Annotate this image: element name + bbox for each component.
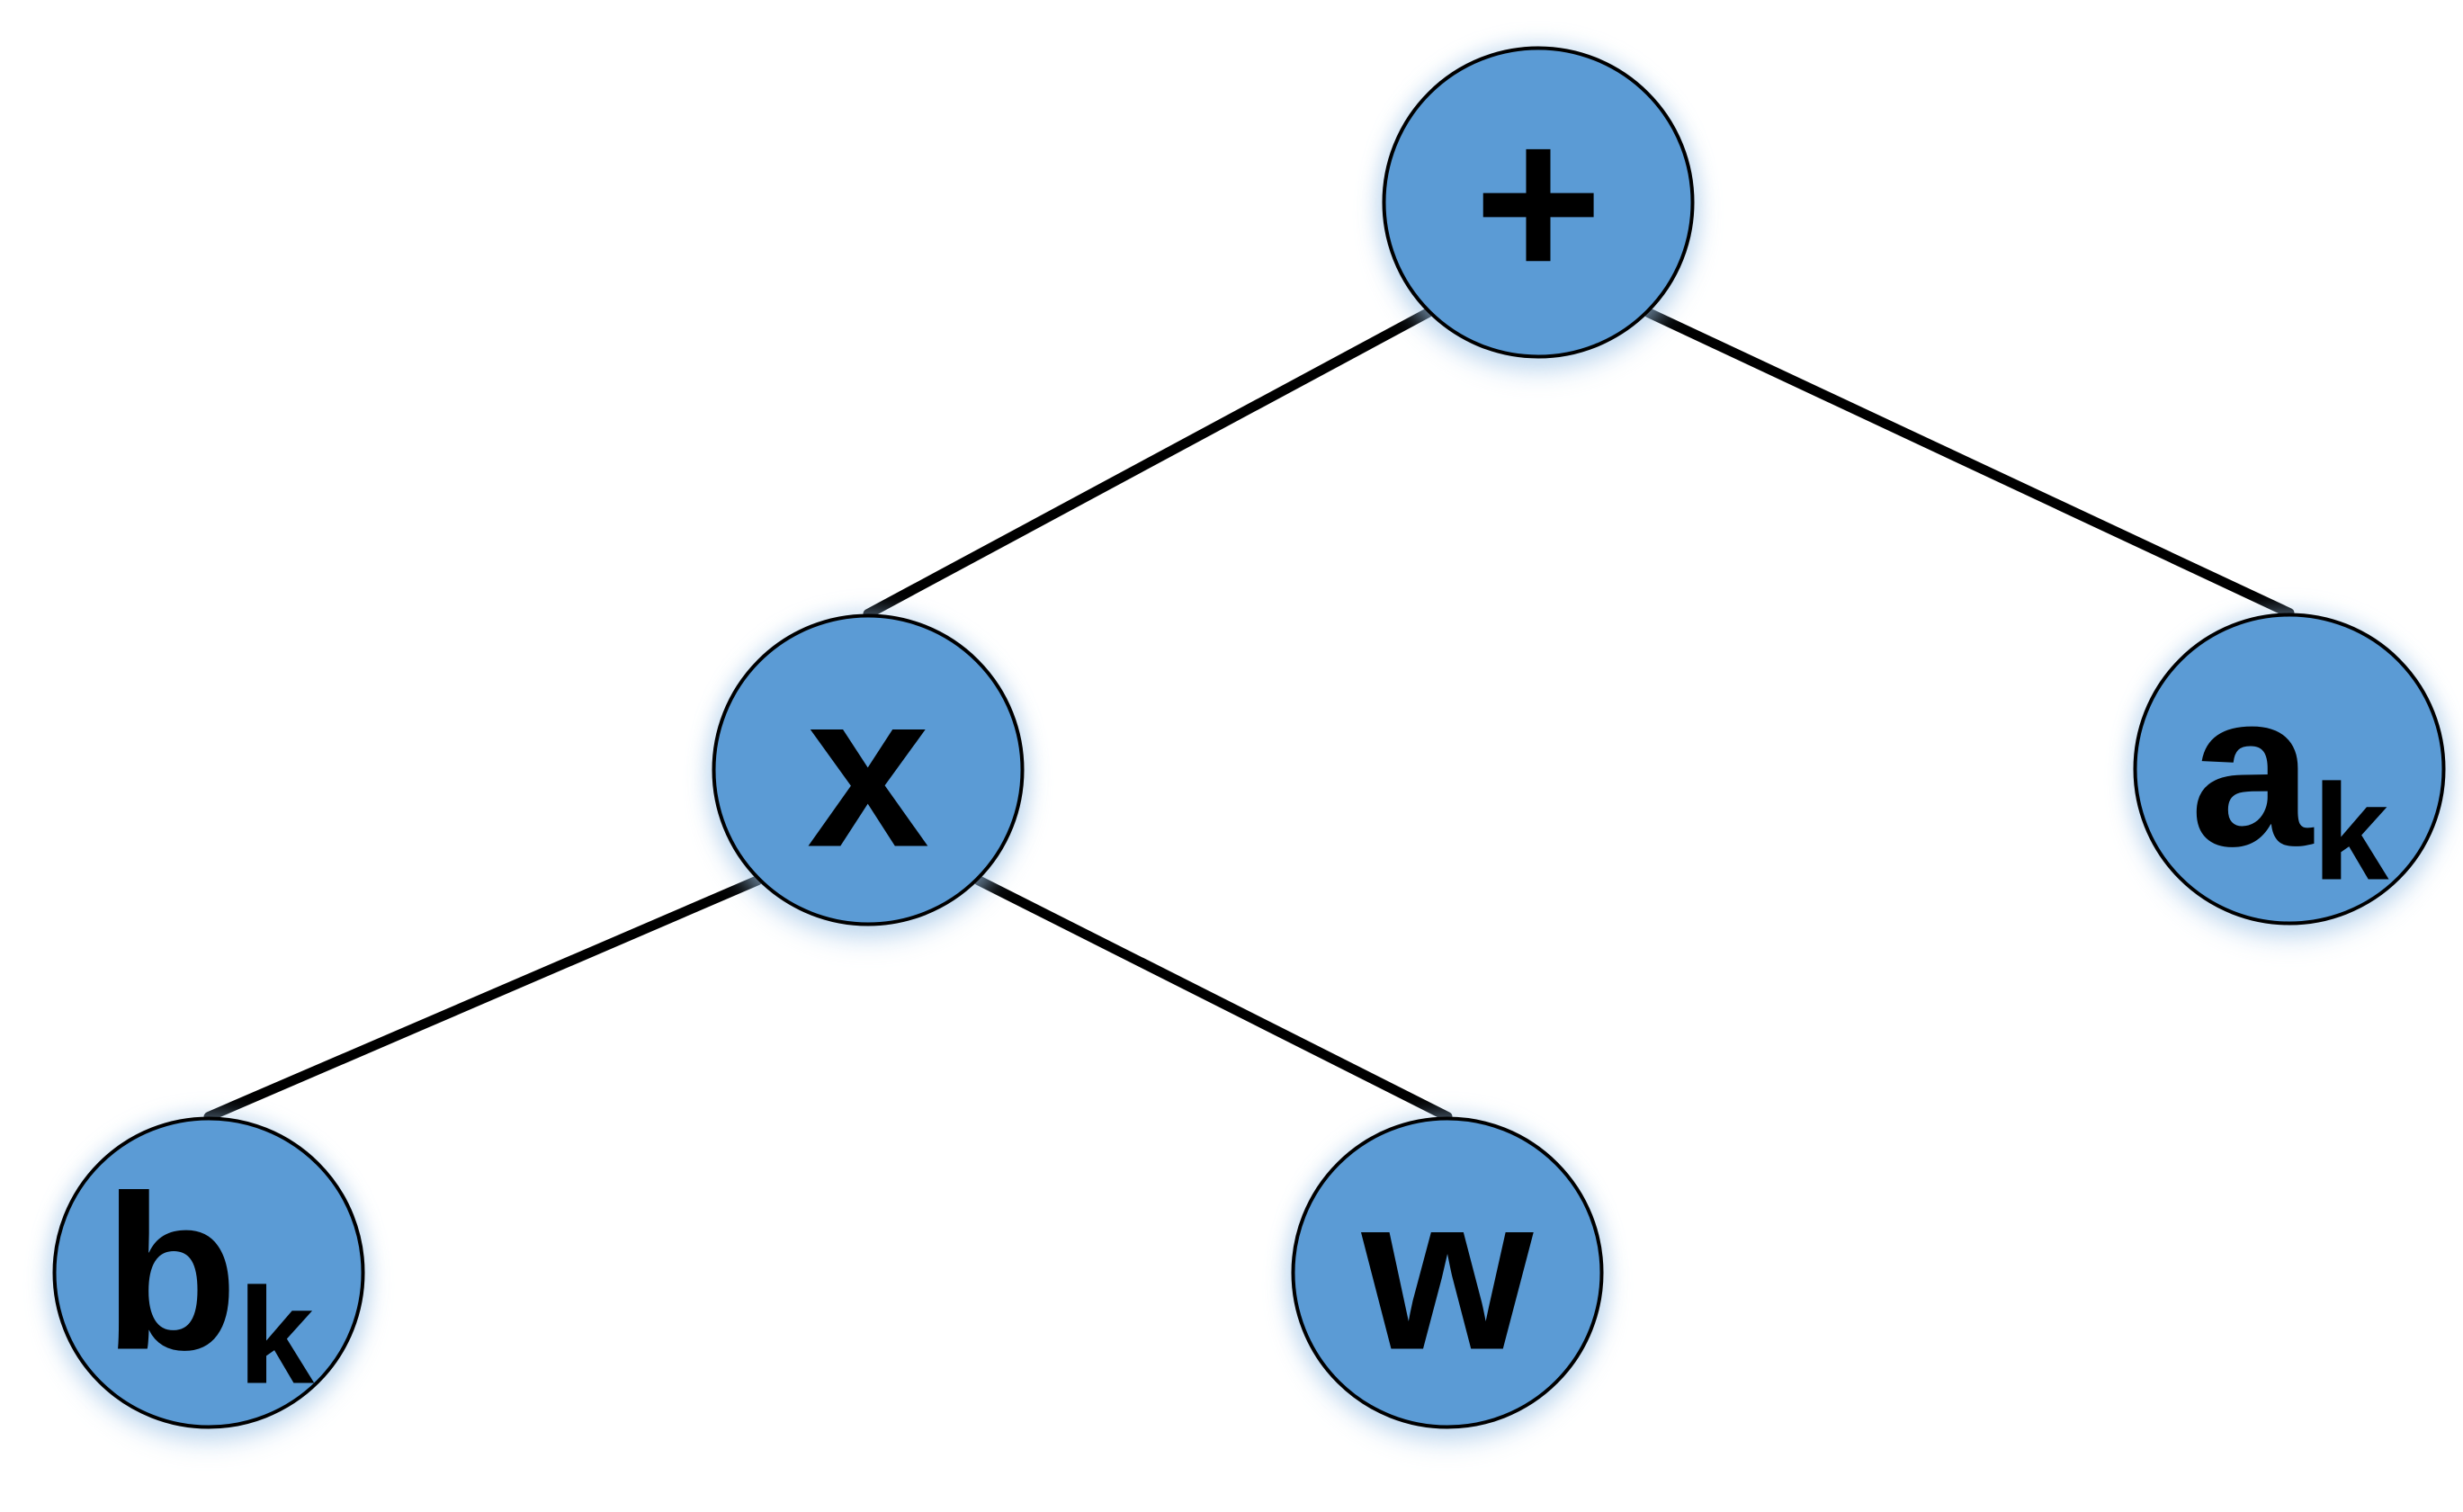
node-multiply: x: [712, 613, 1025, 926]
node-b-k: bk: [52, 1116, 365, 1429]
tree-edge-times-w: [973, 875, 1453, 1122]
node-multiply-label: x: [807, 659, 929, 881]
node-w: w: [1291, 1116, 1604, 1429]
node-b-k-subscript: k: [237, 1259, 315, 1413]
node-w-text: w: [1361, 1149, 1534, 1396]
tree-edge-plus-a_k: [1643, 308, 2295, 618]
node-a-k: ak: [2133, 613, 2446, 926]
tree-edge-times-b_k: [203, 875, 763, 1122]
node-plus-text: +: [1473, 78, 1603, 326]
node-a-k-text: a: [2190, 645, 2313, 892]
node-b-k-text: b: [103, 1149, 238, 1396]
node-b-k-label: bk: [103, 1162, 314, 1404]
node-multiply-text: x: [806, 646, 930, 893]
node-plus: +: [1382, 46, 1695, 359]
node-w-label: w: [1362, 1162, 1534, 1383]
node-plus-label: +: [1473, 92, 1602, 313]
node-a-k-label: ak: [2190, 658, 2389, 900]
node-a-k-subscript: k: [2312, 756, 2389, 909]
tree-edge-plus-times: [863, 308, 1433, 619]
